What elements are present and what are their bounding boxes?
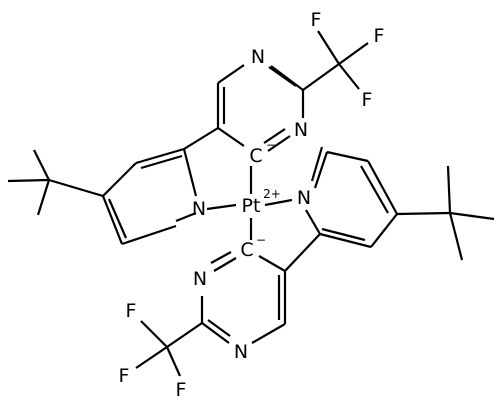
bond-pym-upper-4	[217, 127, 245, 147]
bond-tbu-upper-me1	[33, 149, 50, 181]
bond-cf-lower-1	[140, 320, 168, 348]
bond-pym-lower-4-double	[207, 319, 231, 337]
atom-c-upper-carbanion: C	[249, 145, 262, 167]
bond-py-upper-5	[121, 224, 177, 246]
bond-pym-lower-6-double	[210, 251, 232, 264]
bond-py-lower-1	[313, 151, 329, 189]
bond-tbu-upper-me2	[7, 178, 50, 183]
bond-tbu-lower-me2	[449, 211, 495, 221]
atom-f-upper-2: F	[374, 25, 385, 47]
atom-n-upper-pym-1: N	[251, 46, 265, 68]
bond-cf-lower-3	[165, 346, 182, 377]
bond-tbu-upper	[48, 178, 104, 198]
bond-tbu-lower-me3	[448, 212, 464, 261]
atom-f-lower-2: F	[119, 365, 130, 387]
atom-f-upper-1: F	[311, 9, 322, 31]
bond-py-lower-4	[370, 213, 398, 248]
bond-pym-upper-5-double	[263, 128, 286, 144]
atom-f-lower-1: F	[126, 300, 137, 322]
bond-pym-upper-5	[267, 135, 291, 152]
bond-py-upper-4	[101, 195, 124, 245]
bond-py-lower-2	[326, 150, 369, 163]
bond-c-cf3-upper	[302, 63, 340, 91]
bond-pym-lower-4	[201, 322, 230, 344]
bond-tbu-upper-me3	[36, 179, 51, 216]
bond-py-lower-5-double	[321, 227, 366, 242]
bond-py-lower-3-double	[360, 165, 389, 214]
atom-n-upper-py: N	[192, 198, 206, 220]
bond-py-upper-1	[182, 148, 198, 197]
bond-pym-upper-1	[270, 65, 304, 91]
bond-py-lower-3	[367, 160, 398, 215]
bond-c-cf3-lower	[166, 322, 203, 348]
bond-pym-lower-6	[213, 257, 237, 272]
bond-n-pt-upper	[206, 203, 237, 211]
bond-pym-upper-1-double	[268, 66, 297, 87]
atom-n-lower-pym-1: N	[193, 268, 207, 290]
bond-tbu-lower	[396, 211, 451, 216]
atom-n-upper-pym-2: N	[294, 119, 308, 141]
bond-biaryl-upper	[183, 127, 219, 150]
bond-py-upper-2-double	[140, 154, 183, 170]
charge-c-lower: −	[256, 233, 266, 247]
bond-tbu-lower-me1	[446, 165, 452, 214]
bond-pym-lower-1	[258, 255, 286, 272]
bonds	[7, 30, 495, 377]
atom-pt: Pt	[242, 195, 261, 217]
atom-f-lower-3: F	[176, 379, 187, 401]
bond-py-upper-3	[102, 162, 137, 197]
atom-f-upper-3: F	[362, 89, 373, 111]
charge-pt: 2+	[263, 187, 281, 201]
bond-cf-upper-2	[338, 42, 369, 65]
bond-pym-lower-3	[251, 323, 286, 344]
bond-pt-n-lower	[264, 198, 293, 207]
bond-pym-upper-2	[217, 64, 245, 84]
charge-c-upper: −	[266, 138, 276, 152]
atom-labels: F F F N N C − N Pt 2+ N C − N N F F F	[119, 9, 385, 401]
bond-py-upper-4-double	[107, 198, 128, 239]
bond-py-lower-5	[319, 232, 372, 249]
bond-cf-upper-1	[317, 30, 340, 65]
bond-py-upper-6-double	[175, 211, 197, 223]
bond-cf-upper-3	[338, 63, 360, 90]
atom-n-lower-py: N	[297, 187, 311, 209]
bond-biaryl-lower	[284, 233, 321, 272]
bond-py-upper-2	[135, 147, 185, 165]
bond-py-lower-6	[305, 209, 321, 235]
bond-cf-lower-2	[135, 346, 168, 369]
bond-py-lower-1-double	[310, 146, 324, 182]
atom-c-lower-carbanion: C	[240, 239, 253, 261]
atom-n-lower-pym-2: N	[234, 341, 248, 363]
